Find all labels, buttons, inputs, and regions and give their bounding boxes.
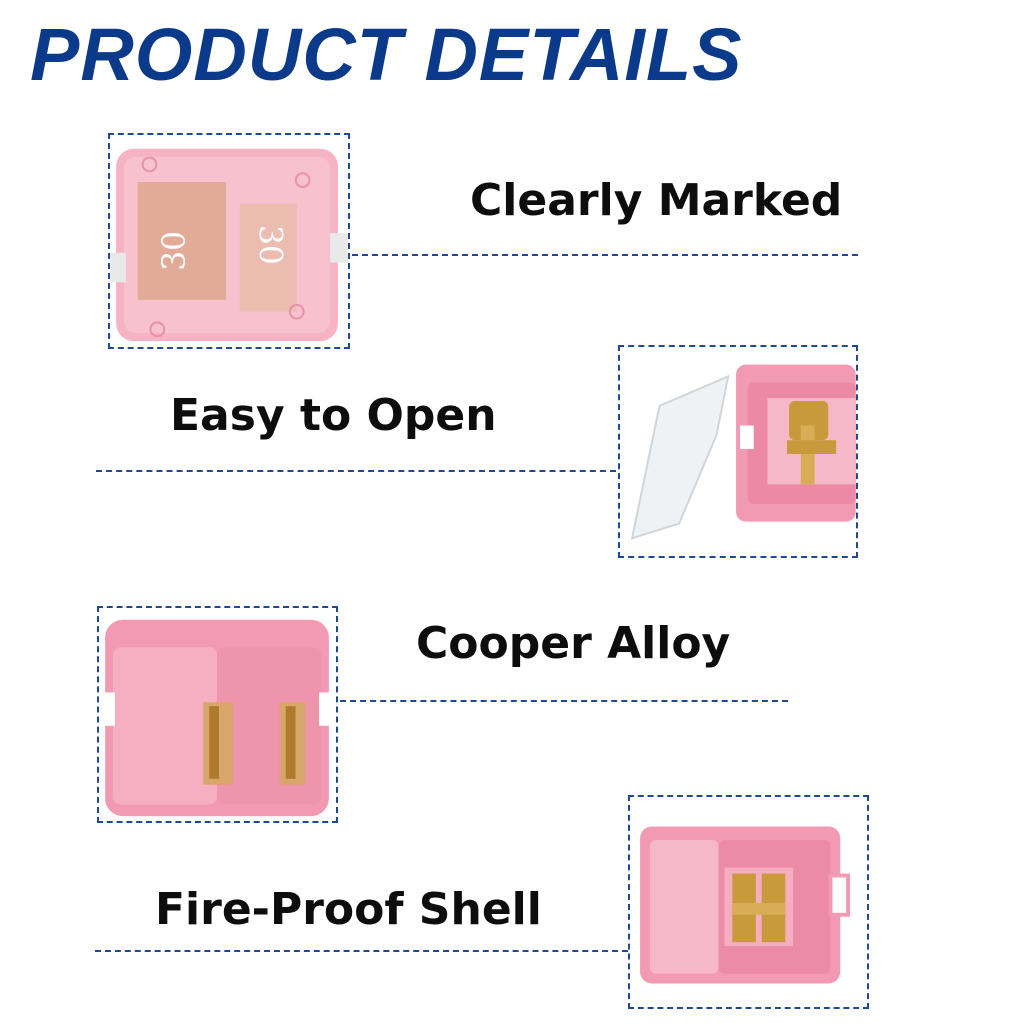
- feature-label-easy-to-open: Easy to Open: [170, 390, 497, 441]
- divider-line: [96, 470, 616, 472]
- fuse-copper-illustration: [99, 608, 336, 821]
- fuse-rating-marking: 30: [157, 231, 193, 271]
- page-title: PRODUCT DETAILS: [30, 13, 743, 96]
- divider-line: [340, 700, 788, 702]
- fuse-top-view-image: 30 30: [108, 133, 350, 349]
- fuse-side-view-image: [97, 606, 338, 823]
- feature-label-cooper-alloy: Cooper Alloy: [416, 618, 731, 669]
- divider-line: [95, 950, 628, 952]
- fuse-rating-marking-reverse: 30: [251, 225, 287, 265]
- feature-label-fire-proof-shell: Fire-Proof Shell: [155, 884, 542, 935]
- fuse-open-lid-image: [618, 345, 858, 558]
- fuse-open-illustration: [620, 347, 856, 556]
- fuse-shell-illustration: [630, 797, 867, 1007]
- fuse-shell-image: [628, 795, 869, 1009]
- fuse-marked-illustration: 30 30: [110, 135, 348, 347]
- feature-label-clearly-marked: Clearly Marked: [470, 175, 843, 226]
- divider-line: [352, 254, 858, 256]
